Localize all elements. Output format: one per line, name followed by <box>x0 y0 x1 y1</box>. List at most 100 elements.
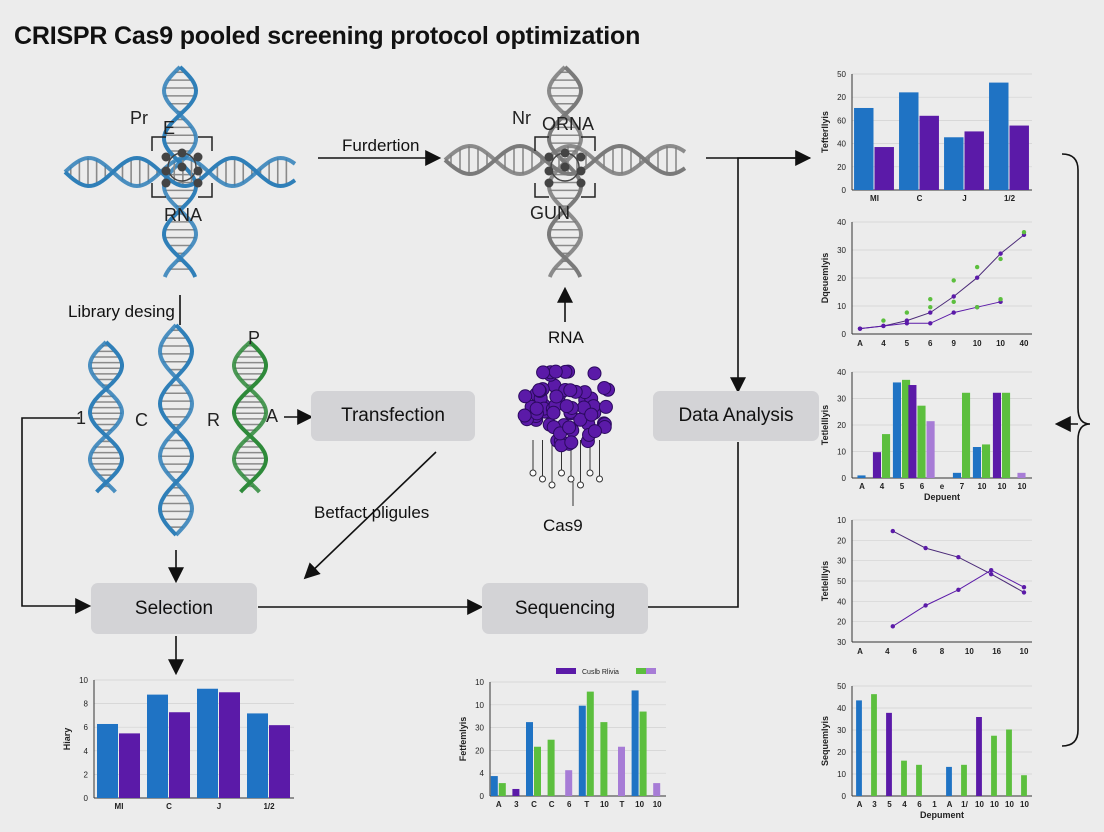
y-tick-label: 20 <box>837 93 846 102</box>
data-point <box>928 321 933 326</box>
cas9-bead <box>564 435 579 450</box>
y-axis-title: Tetlelllyis <box>820 561 830 601</box>
y-tick-label: 10 <box>79 676 88 685</box>
strand <box>161 65 199 278</box>
y-tick-label: 40 <box>837 368 846 377</box>
y-axis-title: Tetlelllyis <box>820 405 830 445</box>
cas9-bead <box>518 389 533 404</box>
lib-dna-1 <box>88 340 124 494</box>
strand <box>546 65 584 278</box>
x-tick-label: 5 <box>887 800 892 809</box>
bar <box>916 764 922 796</box>
bar <box>899 92 919 190</box>
y-tick-label: 0 <box>842 792 847 801</box>
node-data-analysis[interactable]: Data Analysis <box>653 391 819 441</box>
node-data-analysis-label: Data Analysis <box>678 405 794 426</box>
x-tick-label: 10 <box>1020 800 1029 809</box>
y-tick-label: 0 <box>842 474 847 483</box>
bar <box>919 115 939 190</box>
lib-label-1: 1 <box>76 408 87 428</box>
x-tick-label: A <box>857 800 863 809</box>
knot-node <box>193 166 203 176</box>
y-tick-label: 8 <box>84 700 89 709</box>
x-axis-title: Depument <box>920 810 964 820</box>
bar <box>961 764 967 796</box>
bar <box>490 776 498 796</box>
bar <box>972 447 981 478</box>
cas9-bead <box>529 401 544 416</box>
bar <box>219 692 240 798</box>
x-tick-label: MI <box>870 194 879 203</box>
x-tick-label: A <box>857 647 863 656</box>
data-point <box>998 256 1003 262</box>
y-tick-label: 40 <box>837 704 846 713</box>
x-tick-label: 7 <box>960 482 965 491</box>
node-sequencing[interactable]: Sequencing <box>482 583 648 634</box>
bar <box>618 746 625 796</box>
x-tick-label: 1/ <box>961 800 968 809</box>
data-point <box>998 296 1003 302</box>
data-point <box>956 587 961 593</box>
bracket-mark <box>581 136 596 151</box>
cas9-bead <box>548 364 563 379</box>
knot-node <box>193 152 203 162</box>
y-tick-label: 40 <box>837 218 846 227</box>
y-tick-label: 0 <box>84 794 89 803</box>
node-transfection[interactable]: Transfection <box>311 391 475 441</box>
x-tick-label: 10 <box>965 647 974 656</box>
x-tick-label: A <box>947 800 953 809</box>
data-point <box>923 603 928 608</box>
bar <box>886 712 892 796</box>
bar <box>1021 775 1027 796</box>
x-tick-label: 10 <box>975 800 984 809</box>
bar <box>639 711 647 796</box>
x-tick-label: 10 <box>996 339 1005 348</box>
y-tick-label: 20 <box>837 618 846 627</box>
y-tick-label: 20 <box>837 748 846 757</box>
cas9-bead <box>562 420 577 435</box>
legend-swatch <box>646 668 656 674</box>
y-tick-label: 30 <box>837 557 846 566</box>
data-point <box>857 326 863 331</box>
x-tick-label: 5 <box>900 482 905 491</box>
x-tick-label: 9 <box>951 339 956 348</box>
data-point <box>989 568 994 573</box>
knot-node <box>544 152 554 162</box>
data-point <box>951 299 956 305</box>
strand <box>157 323 195 537</box>
bracket-mark <box>198 183 213 198</box>
cas9-stem-tip <box>539 475 546 483</box>
y-axis-title: Tefterllyis <box>820 111 830 153</box>
data-point <box>1021 590 1027 595</box>
knot-node <box>177 162 187 172</box>
cas9-stem-tip <box>558 469 565 477</box>
bar <box>871 694 877 796</box>
cas9-bead <box>597 380 612 395</box>
x-tick-label: 16 <box>992 647 1001 656</box>
bar <box>600 722 608 796</box>
knot-node <box>576 152 586 162</box>
x-tick-label: 4 <box>881 339 886 348</box>
x-tick-label: 4 <box>880 482 885 491</box>
bar <box>119 733 140 798</box>
bar <box>147 694 168 798</box>
node-selection[interactable]: Selection <box>91 583 257 634</box>
data-point <box>951 294 956 299</box>
knot-node <box>161 152 171 162</box>
x-tick-label: MI <box>115 802 124 811</box>
x-tick-label: 1/2 <box>1004 194 1016 203</box>
x-tick-label: J <box>217 802 221 811</box>
bar <box>1017 472 1026 478</box>
x-tick-label: 3 <box>514 800 519 809</box>
x-tick-label: 10 <box>1018 482 1027 491</box>
bar <box>989 82 1009 190</box>
bar <box>197 688 218 798</box>
x-tick-label: 4 <box>902 800 907 809</box>
x-tick-label: 6 <box>917 800 922 809</box>
bracket-mark <box>581 183 596 198</box>
cas9-bead <box>546 405 561 420</box>
cas9-stem-tip <box>586 469 594 477</box>
